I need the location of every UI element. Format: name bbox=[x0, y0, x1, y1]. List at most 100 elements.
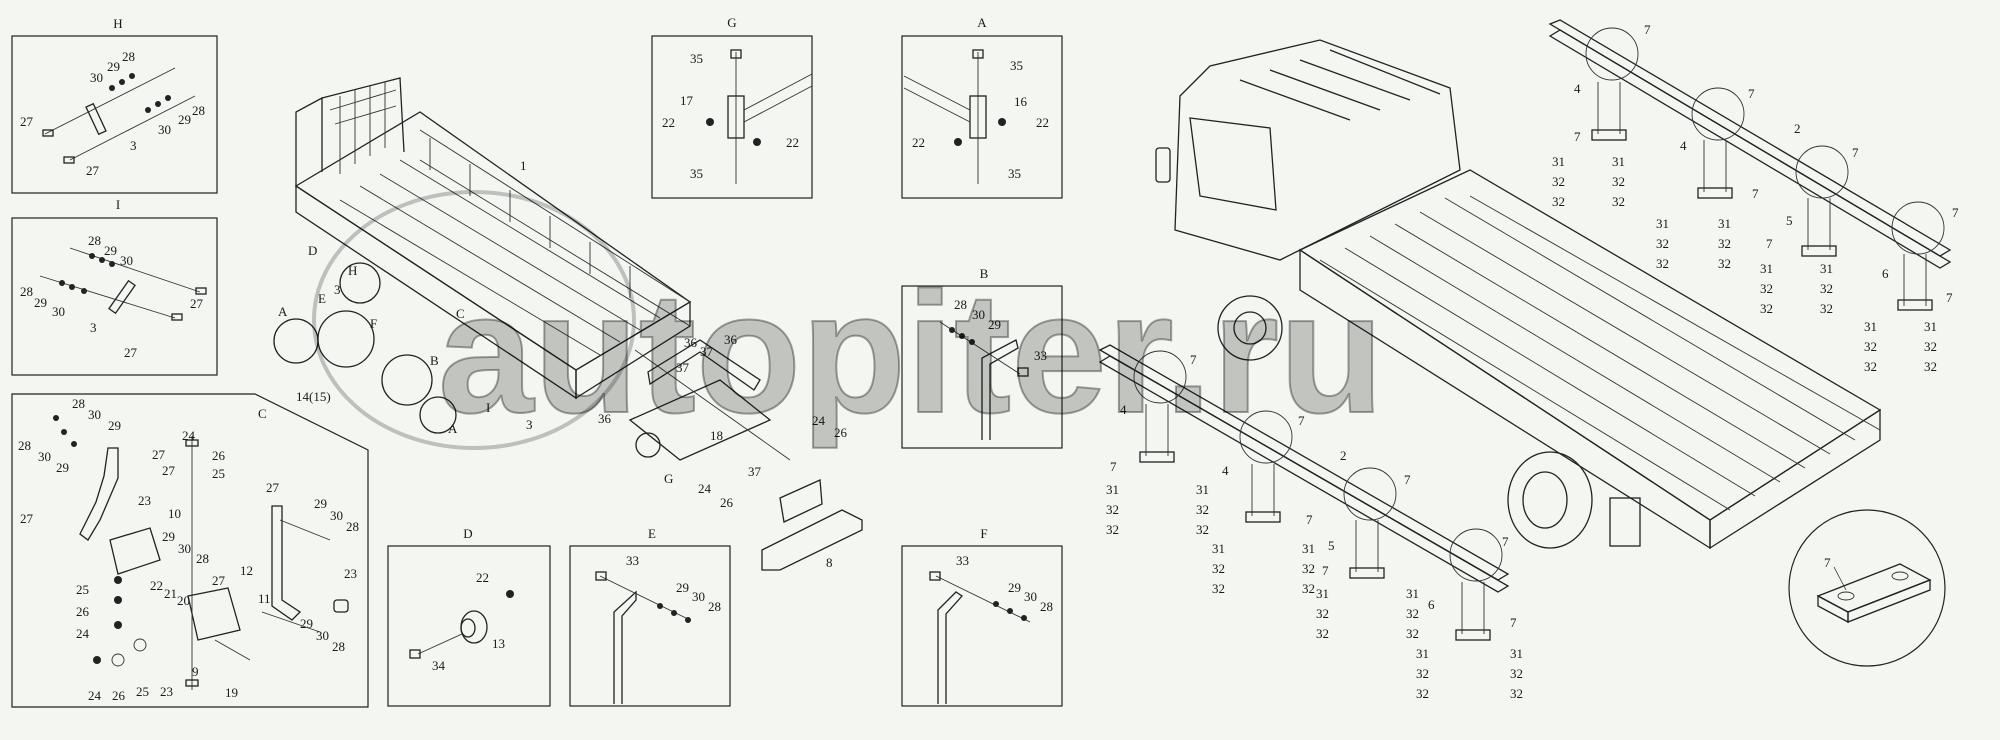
callout-12: 12 bbox=[240, 563, 253, 578]
callout-26: 26 bbox=[834, 425, 848, 440]
rear-wheel bbox=[1507, 451, 1593, 549]
callout-32: 32 bbox=[1416, 666, 1429, 681]
callout-32: 32 bbox=[1760, 301, 1773, 316]
callout-30: 30 bbox=[972, 307, 985, 322]
callout-a: A bbox=[278, 304, 288, 319]
callout-7: 7 bbox=[1574, 129, 1581, 144]
callout-32: 32 bbox=[1612, 174, 1625, 189]
callout-28: 28 bbox=[954, 297, 967, 312]
callout-32: 32 bbox=[1406, 606, 1419, 621]
callout-7: 7 bbox=[1752, 186, 1759, 201]
callout-28: 28 bbox=[72, 396, 85, 411]
callout-31: 31 bbox=[1612, 154, 1625, 169]
callout-22: 22 bbox=[912, 135, 925, 150]
callout-28: 28 bbox=[122, 49, 135, 64]
panel-i: I 28 29 30 28 29 30 27 3 27 bbox=[11, 197, 218, 376]
callout-6: 6 bbox=[1882, 266, 1889, 281]
callout-7: 7 bbox=[1502, 534, 1509, 549]
callout-31: 31 bbox=[1820, 261, 1833, 276]
callout-30: 30 bbox=[1024, 589, 1037, 604]
callout-32: 32 bbox=[1656, 236, 1669, 251]
panel-i-frame bbox=[11, 217, 218, 376]
callout-24: 24 bbox=[182, 428, 196, 443]
panel-d: D 22 13 34 bbox=[387, 526, 551, 707]
cargo-bed-assembly: 1 D H 3 E A F C 14(15) B A I 3 36 37 36 … bbox=[273, 77, 863, 571]
panel-i-title: I bbox=[116, 197, 120, 212]
callout-30: 30 bbox=[88, 407, 101, 422]
callout-1: 1 bbox=[520, 158, 527, 173]
panel-d-frame bbox=[387, 545, 551, 707]
callout-9: 9 bbox=[192, 664, 199, 679]
callout-27: 27 bbox=[190, 296, 204, 311]
callout-21: 21 bbox=[164, 586, 177, 601]
panel-b-frame bbox=[901, 285, 1063, 449]
callout-13: 13 bbox=[492, 636, 505, 651]
watermark-ring bbox=[312, 190, 636, 450]
frame-rail-upper: 7 4 7 31 31 32 32 32 32 7 4 7 2 31 31 32… bbox=[1548, 19, 1959, 374]
panel-c-frame bbox=[11, 393, 369, 708]
callout-e: E bbox=[318, 291, 326, 306]
callout-27: 27 bbox=[162, 463, 176, 478]
callout-33: 33 bbox=[1034, 348, 1047, 363]
callout-29: 29 bbox=[1008, 580, 1021, 595]
callout-31: 31 bbox=[1864, 319, 1877, 334]
callout-32: 32 bbox=[1106, 522, 1119, 537]
callout-29: 29 bbox=[107, 59, 120, 74]
callout-32: 32 bbox=[1316, 626, 1329, 641]
side-mirror bbox=[1155, 147, 1171, 183]
callout-16: 16 bbox=[1014, 94, 1028, 109]
callout-32: 32 bbox=[1196, 502, 1209, 517]
callout-4: 4 bbox=[1222, 463, 1229, 478]
detail-part-7: 7 bbox=[1788, 509, 1946, 667]
callout-28: 28 bbox=[88, 233, 101, 248]
callout-2: 2 bbox=[1340, 448, 1347, 463]
callout-30: 30 bbox=[178, 541, 191, 556]
callout-28: 28 bbox=[332, 639, 345, 654]
callout-29: 29 bbox=[178, 112, 191, 127]
callout-7: 7 bbox=[1510, 615, 1517, 630]
callout-31: 31 bbox=[1316, 586, 1329, 601]
panel-h-frame bbox=[11, 35, 218, 194]
callout-33: 33 bbox=[956, 553, 969, 568]
panel-a-title: A bbox=[977, 15, 987, 30]
truck-window bbox=[1189, 117, 1277, 211]
callout-29: 29 bbox=[34, 295, 47, 310]
callout-32: 32 bbox=[1552, 174, 1565, 189]
callout-30: 30 bbox=[38, 449, 51, 464]
callout-29: 29 bbox=[676, 580, 689, 595]
callout-b: B bbox=[430, 353, 439, 368]
callout-26: 26 bbox=[212, 448, 226, 463]
panel-e: E 33 29 30 28 bbox=[569, 526, 731, 707]
panel-g-title: G bbox=[727, 15, 736, 30]
callout-28: 28 bbox=[18, 438, 31, 453]
callout-26: 26 bbox=[720, 495, 734, 510]
callout-29: 29 bbox=[162, 529, 175, 544]
callout-3: 3 bbox=[334, 282, 341, 297]
callout-3: 3 bbox=[130, 138, 137, 153]
callout-27: 27 bbox=[20, 114, 34, 129]
callout-19: 19 bbox=[225, 685, 238, 700]
callout-37: 37 bbox=[700, 344, 714, 359]
callout-31: 31 bbox=[1106, 482, 1119, 497]
callout-31: 31 bbox=[1406, 586, 1419, 601]
callout-27: 27 bbox=[212, 573, 226, 588]
callout-7: 7 bbox=[1110, 459, 1117, 474]
callout-30: 30 bbox=[90, 70, 103, 85]
callout-25: 25 bbox=[212, 466, 225, 481]
panel-f: F 33 29 30 28 bbox=[901, 526, 1063, 707]
callout-32: 32 bbox=[1552, 194, 1565, 209]
callout-7: 7 bbox=[1766, 236, 1773, 251]
truck-cab bbox=[1174, 39, 1461, 261]
callout-35: 35 bbox=[1008, 166, 1021, 181]
callout-28: 28 bbox=[708, 599, 721, 614]
callout-22: 22 bbox=[662, 115, 675, 130]
rear-mud-flap bbox=[1609, 497, 1641, 547]
callout-18: 18 bbox=[710, 428, 723, 443]
callout-32: 32 bbox=[1656, 256, 1669, 271]
callout-32: 32 bbox=[1510, 666, 1523, 681]
callout-28: 28 bbox=[20, 284, 33, 299]
callout-28: 28 bbox=[346, 519, 359, 534]
callout-c: C bbox=[456, 306, 465, 321]
callout-32: 32 bbox=[1212, 561, 1225, 576]
callout-a: A bbox=[448, 421, 458, 436]
